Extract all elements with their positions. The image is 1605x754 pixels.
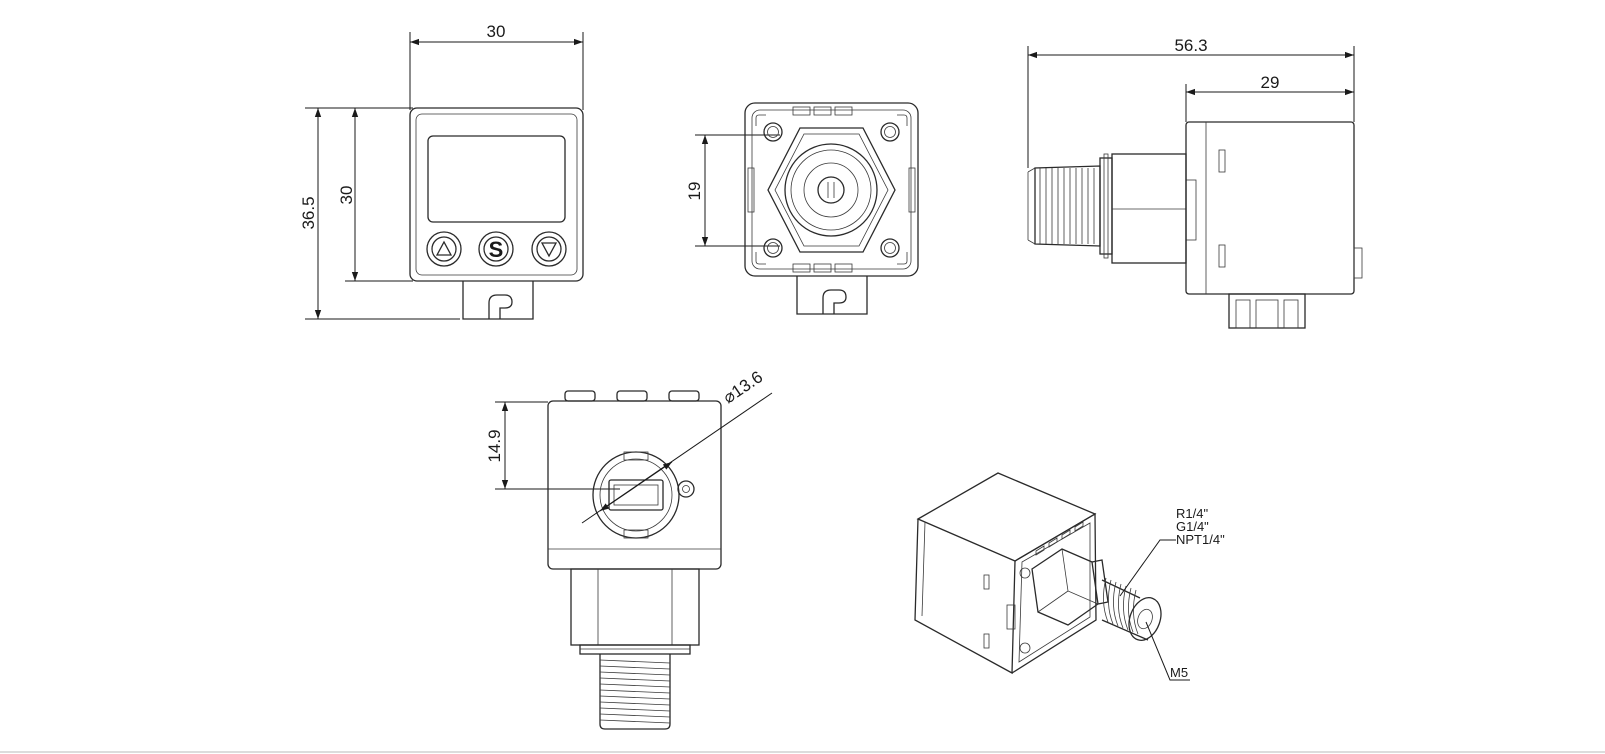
bottom-thread	[599, 654, 671, 730]
mounting-tab	[462, 281, 534, 320]
front-height-dimension: 30	[337, 107, 413, 282]
thread-option-npt: NPT1/4"	[1176, 532, 1225, 547]
vent-slots-bottom	[792, 263, 853, 273]
side-connector	[1228, 293, 1306, 329]
side-body-length-label: 29	[1261, 73, 1280, 92]
back-hole-spacing-dimension: 19	[685, 134, 780, 247]
front-width-dimension: 30	[409, 22, 584, 110]
back-hole-spacing-label: 19	[685, 182, 704, 201]
front-view: 30 30 36.5 S	[299, 22, 584, 320]
isometric-view: R1/4" G1/4" NPT1/4" M5	[914, 472, 1225, 681]
port-label: M5	[1170, 665, 1188, 680]
bottom-view: 14.9 ⌀13.6	[485, 367, 773, 730]
front-width-label: 30	[487, 22, 506, 41]
bottom-connector-height-dimension: 14.9	[485, 401, 620, 490]
side-view: 56.3 29	[1027, 36, 1363, 329]
iso-thread	[1101, 577, 1162, 641]
set-button-icon: S	[489, 237, 504, 262]
up-arrow-icon	[435, 240, 453, 256]
thread-option-g: G1/4"	[1176, 519, 1209, 534]
down-arrow-icon	[540, 242, 558, 258]
m5-callout: M5	[1145, 621, 1190, 681]
side-overall-length-dimension: 56.3	[1027, 36, 1355, 168]
hex-port	[767, 127, 896, 253]
thread-callout: R1/4" G1/4" NPT1/4"	[1119, 506, 1225, 597]
vent-slots-top	[792, 106, 853, 116]
up-button[interactable]	[426, 231, 462, 267]
front-height-label: 30	[337, 186, 356, 205]
thread-option-r: R1/4"	[1176, 506, 1208, 521]
down-button[interactable]	[531, 231, 567, 267]
front-total-height-label: 36.5	[299, 196, 318, 229]
side-overall-length-label: 56.3	[1174, 36, 1207, 55]
side-body-length-dimension: 29	[1185, 73, 1354, 122]
front-total-height-dimension: 36.5	[299, 107, 460, 320]
set-button[interactable]: S	[478, 231, 514, 267]
side-thread	[1027, 165, 1101, 247]
iso-hex-nut	[1031, 548, 1099, 626]
bottom-connector-height-label: 14.9	[485, 429, 504, 462]
display-window	[427, 135, 566, 223]
back-view: 19	[685, 102, 919, 315]
